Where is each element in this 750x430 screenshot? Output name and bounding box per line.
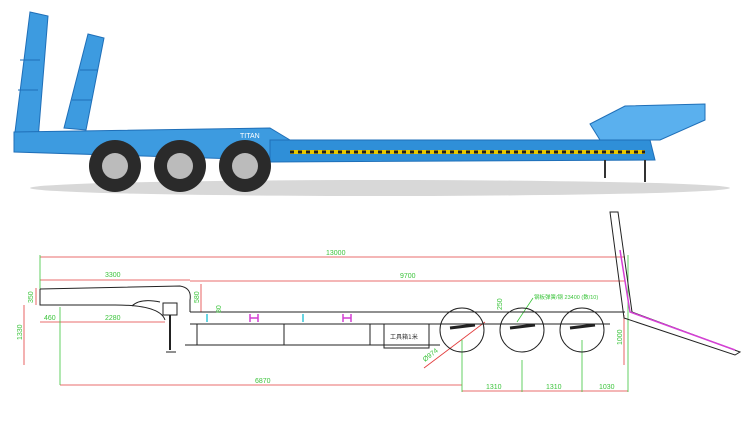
toolbox bbox=[383, 323, 430, 349]
dim-wheel-diameter: Ø974 bbox=[422, 347, 440, 363]
dim-overall-length: 13000 bbox=[326, 250, 346, 257]
dim-kingpin-to-leg: 2280 bbox=[105, 315, 121, 322]
dim-kingpin-offset: 460 bbox=[44, 315, 56, 322]
dim-axle-spacing-1: 1310 bbox=[486, 384, 502, 391]
dim-kingpin-to-axle: 6870 bbox=[255, 378, 271, 385]
gooseneck-outline bbox=[39, 285, 191, 321]
trailer-photo: TITAN bbox=[13, 11, 730, 196]
technical-drawing bbox=[23, 211, 742, 392]
brand-label: TITAN bbox=[240, 133, 260, 140]
ramp-right bbox=[63, 33, 105, 131]
dim-step-height: 580 bbox=[194, 291, 201, 303]
dim-deck-height: 1000 bbox=[617, 329, 624, 345]
toolbox-label: 工具箱1米 bbox=[390, 333, 418, 341]
dim-deck-length: 9700 bbox=[400, 273, 416, 280]
dim-gooseneck-height: 350 bbox=[28, 291, 35, 303]
ramp-left bbox=[13, 11, 49, 141]
suspension-callout: 钢板弹簧/钢 23400 (数/10) bbox=[534, 293, 598, 301]
wheels bbox=[89, 140, 271, 192]
dim-small-height: 80 bbox=[216, 305, 223, 313]
dim-axle-spacing-2: 1310 bbox=[546, 384, 562, 391]
dim-fifth-wheel-height: 1330 bbox=[17, 324, 24, 340]
rear-ramp bbox=[609, 211, 742, 356]
ground-shadow bbox=[30, 180, 730, 196]
rear-deck bbox=[589, 103, 706, 141]
dim-suspension-height: 250 bbox=[497, 298, 504, 310]
dim-rear-overhang: 1030 bbox=[599, 384, 615, 391]
dim-gooseneck-length: 3300 bbox=[105, 272, 121, 279]
